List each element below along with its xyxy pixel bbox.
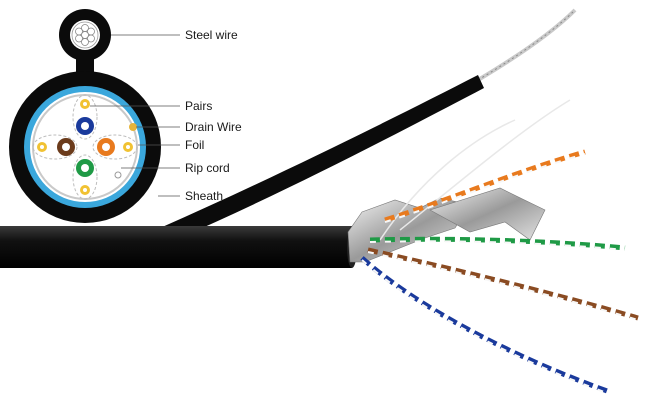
steel-wire-strand — [476, 8, 577, 82]
green-pair-strand — [369, 236, 626, 251]
pair-orange — [97, 138, 133, 156]
main-cable — [0, 226, 352, 268]
label-steel-wire: Steel wire — [185, 28, 238, 42]
drain-wire-dot — [129, 123, 137, 131]
steel-wire-section — [59, 9, 111, 61]
label-drain-wire: Drain Wire — [185, 120, 242, 134]
orange-pair-strand — [384, 149, 586, 223]
pair-green — [76, 159, 94, 195]
label-pairs: Pairs — [185, 99, 213, 113]
blue-pair-strand — [360, 256, 611, 395]
pair-brown — [37, 138, 75, 156]
leader-lines — [90, 34, 180, 197]
cable-cross-section — [9, 9, 161, 223]
label-sheath: Sheath — [185, 189, 224, 203]
rip-cord-dot — [114, 171, 122, 179]
cable-illustration — [0, 8, 639, 395]
messenger-jacket — [160, 75, 484, 240]
pair-blue — [76, 99, 94, 135]
label-foil: Foil — [185, 138, 205, 152]
brown-pair-strand — [367, 247, 639, 321]
label-rip-cord: Rip cord — [185, 161, 230, 175]
